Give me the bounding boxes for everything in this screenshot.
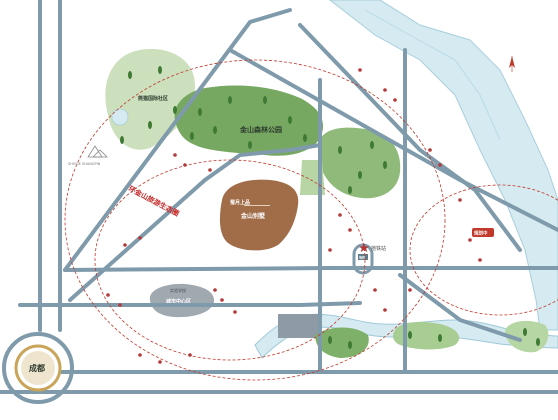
- ring-inner: [94, 159, 366, 361]
- city-label: 成都: [29, 363, 45, 373]
- red-badge-label: 规划中: [474, 230, 488, 237]
- road-network: [0, 0, 558, 394]
- ring-outer: [64, 59, 446, 381]
- brand-logo: SHIYUE SHANGPIN: [68, 145, 108, 166]
- star-icon: [359, 243, 369, 252]
- ring-east: [409, 184, 558, 316]
- metro-tag: 地铁: [359, 255, 365, 260]
- project-parcel: [219, 179, 299, 251]
- park-east: [318, 127, 401, 199]
- gray-zone: [149, 283, 215, 318]
- gray-zone-label: 城市中心区: [166, 298, 191, 305]
- north-arrow-icon: [509, 56, 515, 72]
- park-nw-label: 熊猫国际社区: [138, 95, 168, 102]
- park-main-label: 金山森林公园: [239, 125, 282, 134]
- park-river: [315, 327, 369, 358]
- tree-icons: [120, 66, 540, 349]
- school-label: 实验学校: [170, 287, 186, 293]
- brand-main-mark: 蜀月上品: [230, 199, 250, 206]
- project-name: 金山别墅: [240, 212, 265, 220]
- river-north: [329, 0, 558, 331]
- red-badge: [472, 228, 494, 237]
- star-label: 地铁站: [371, 245, 386, 252]
- brand-main: 蜀月上品: [230, 199, 250, 206]
- park-main: [174, 85, 324, 156]
- park-se: [393, 322, 460, 350]
- interchange: [352, 243, 374, 275]
- location-dot-icons: [106, 68, 482, 364]
- gray-block: [278, 314, 318, 338]
- ring-road: [2, 332, 74, 404]
- brand-top: SHIYUE SHANGPIN: [68, 162, 101, 166]
